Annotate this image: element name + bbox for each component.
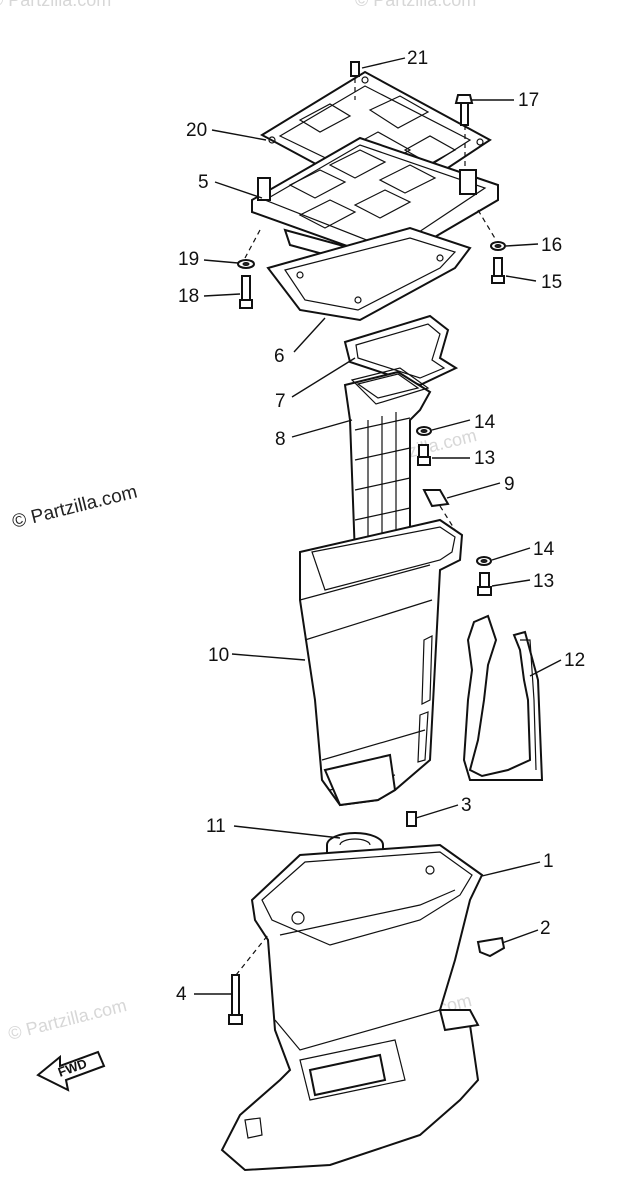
callout-8: 8: [275, 429, 286, 450]
part-6-gasket: [266, 226, 472, 322]
callout-16: 16: [541, 235, 562, 256]
watermark-top-left: © Partzilla.com: [0, 0, 111, 10]
callout-7: 7: [275, 391, 286, 412]
callout-labels: 21 17 20 5 16 19 15 18 6 7 8 14 13 9 14 …: [176, 48, 585, 1005]
callout-3: 3: [461, 795, 472, 816]
callout-13-upper: 13: [474, 448, 495, 469]
fwd-arrow-icon: FWD: [36, 1050, 106, 1092]
part-13-bolt-lower: [477, 572, 492, 596]
part-1-lower-casing: [220, 843, 484, 1172]
part-10-upper-casing: [299, 518, 464, 807]
callout-10: 10: [208, 645, 229, 666]
callout-5: 5: [198, 172, 209, 193]
part-3-dowel: [406, 811, 417, 827]
watermark-top-right: © Partzilla.com: [355, 0, 476, 10]
callout-2: 2: [540, 918, 551, 939]
part-13-bolt-upper: [417, 444, 431, 466]
part-17-bolt: [454, 94, 474, 175]
callout-6: 6: [274, 346, 285, 367]
callout-1: 1: [543, 851, 554, 872]
part-19-washer: [237, 259, 255, 269]
part-15-bolt: [491, 257, 505, 284]
callout-9: 9: [504, 474, 515, 495]
callout-4: 4: [176, 984, 187, 1005]
callout-11: 11: [206, 816, 226, 837]
part-18-bolt: [239, 275, 253, 309]
part-8-exhaust-manifold: [343, 367, 432, 558]
part-16-washer: [490, 241, 506, 251]
callout-17: 17: [518, 90, 539, 111]
part-12-seal: [462, 614, 544, 781]
part-14-washer-lower: [476, 556, 492, 566]
callout-20: 20: [186, 120, 207, 141]
callout-14-lower: 14: [533, 539, 555, 560]
callout-21: 21: [407, 48, 428, 69]
callout-19: 19: [178, 249, 199, 270]
callout-13-lower: 13: [533, 571, 554, 592]
part-2-cap: [476, 936, 506, 958]
watermark-main: © Partzilla.com: [10, 482, 139, 533]
watermark-bottom-left: © Partzilla.com: [6, 995, 129, 1044]
part-14-washer-upper: [416, 426, 432, 436]
leader-lines: [194, 57, 562, 995]
part-7-gasket: [343, 314, 459, 387]
callout-14-upper: 14: [474, 412, 496, 433]
part-21-pin: [350, 61, 360, 100]
part-4-bolt: [228, 934, 269, 1025]
callout-12: 12: [564, 650, 585, 671]
callout-15: 15: [541, 272, 562, 293]
callout-18: 18: [178, 286, 199, 307]
part-9-gasket-small: [422, 489, 456, 531]
